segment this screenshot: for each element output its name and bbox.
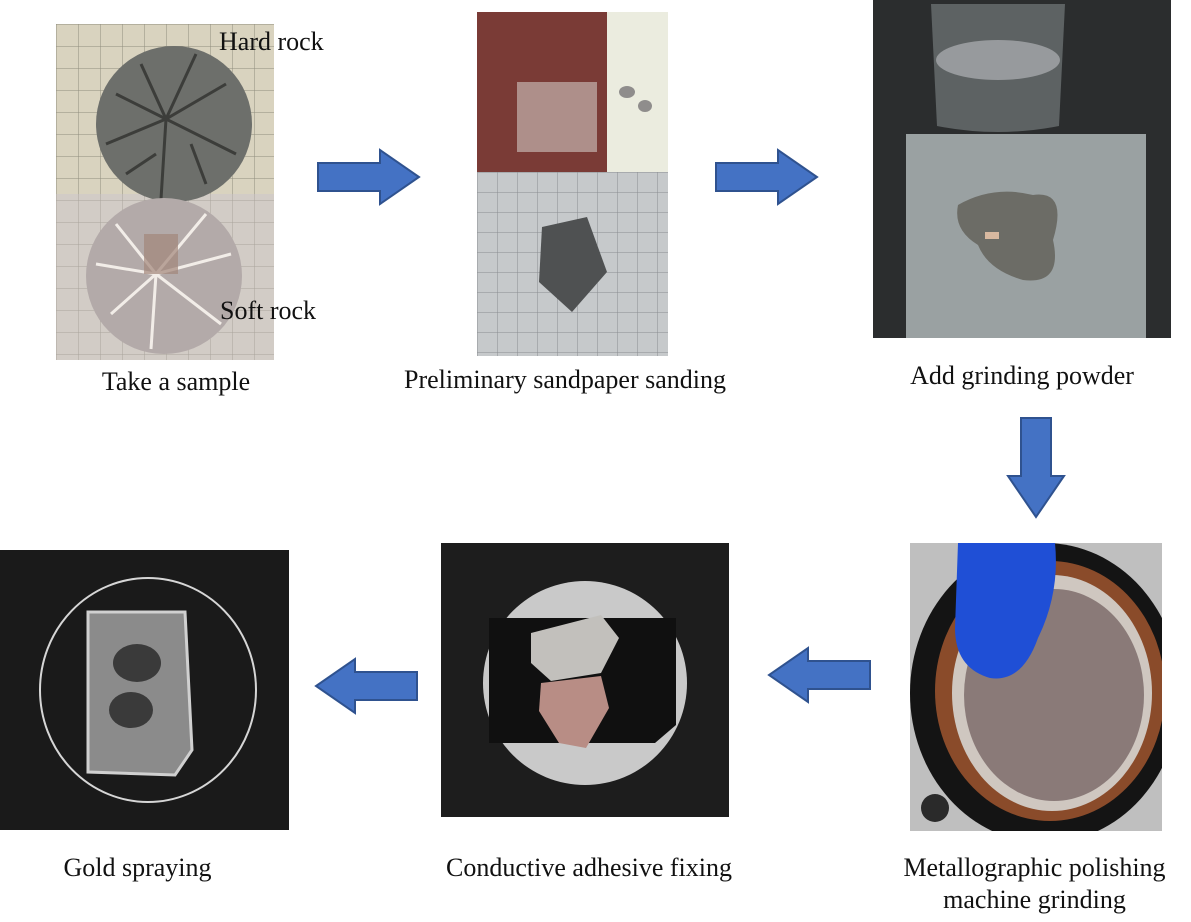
photo-gold-spraying [0, 550, 289, 830]
photo-grinding-powder [873, 0, 1171, 338]
caption-take-a-sample: Take a sample [101, 367, 251, 396]
arrow-left-1 [766, 646, 872, 704]
arrow-down [1005, 416, 1067, 520]
caption-polishing-line-2: machine grinding [943, 885, 1126, 914]
photo-polishing-machine [910, 543, 1162, 831]
photo-sandpaper-sanding [477, 12, 668, 356]
caption-polishing-machine: Metallographic polishing machine grindin… [878, 852, 1191, 916]
arrow-right-2 [714, 148, 820, 206]
photo-take-a-sample [56, 24, 274, 360]
caption-conductive-adhesive: Conductive adhesive fixing [446, 853, 732, 882]
label-soft-rock: Soft rock [220, 296, 317, 325]
caption-gold-spraying: Gold spraying [63, 853, 212, 882]
caption-polishing-line-1: Metallographic polishing [903, 853, 1166, 882]
caption-grinding-powder: Add grinding powder [910, 361, 1134, 390]
arrow-right-1 [316, 148, 422, 206]
arrow-left-2 [313, 657, 419, 715]
caption-sandpaper-sanding: Preliminary sandpaper sanding [403, 365, 727, 394]
label-hard-rock: Hard rock [219, 27, 324, 56]
photo-conductive-adhesive [441, 543, 729, 817]
